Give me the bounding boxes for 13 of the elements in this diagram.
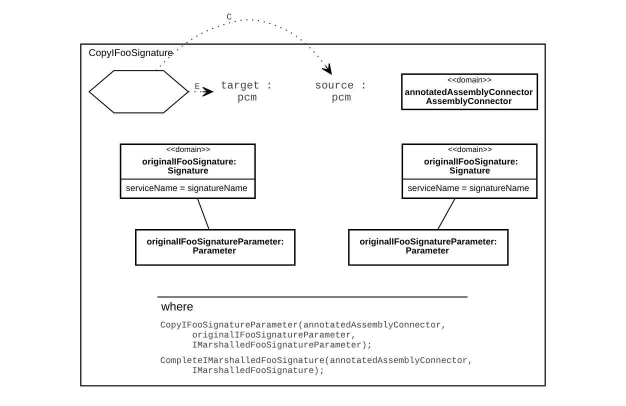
edge-label: E [194, 82, 200, 92]
node-text: target : pcm [220, 80, 273, 104]
node-box: originalIFooSignatureParameter: Parameter [348, 228, 509, 266]
node-box: originalIFooSignatureParameter: Parameter [135, 228, 296, 266]
arrow [156, 19, 332, 74]
node-text: where CopyIFooSignatureParameter(annotatedAssemblyConnector, originalIFooSignatureParameter, IMarshalledFooSignatureParameter); CompleteIMarshalledFooSignature(annotatedAssemblyConnector, IMarshalledFooSignature); [160, 300, 473, 376]
connector [197, 198, 210, 230]
arrow [188, 86, 214, 97]
edge-label: C [226, 12, 232, 22]
node-hexagon [88, 70, 190, 114]
node-box: <<domain>> annotatedAssemblyConnector AssemblyConnector [401, 73, 538, 110]
node-text: source : pcm [314, 80, 367, 104]
connector [437, 198, 456, 230]
